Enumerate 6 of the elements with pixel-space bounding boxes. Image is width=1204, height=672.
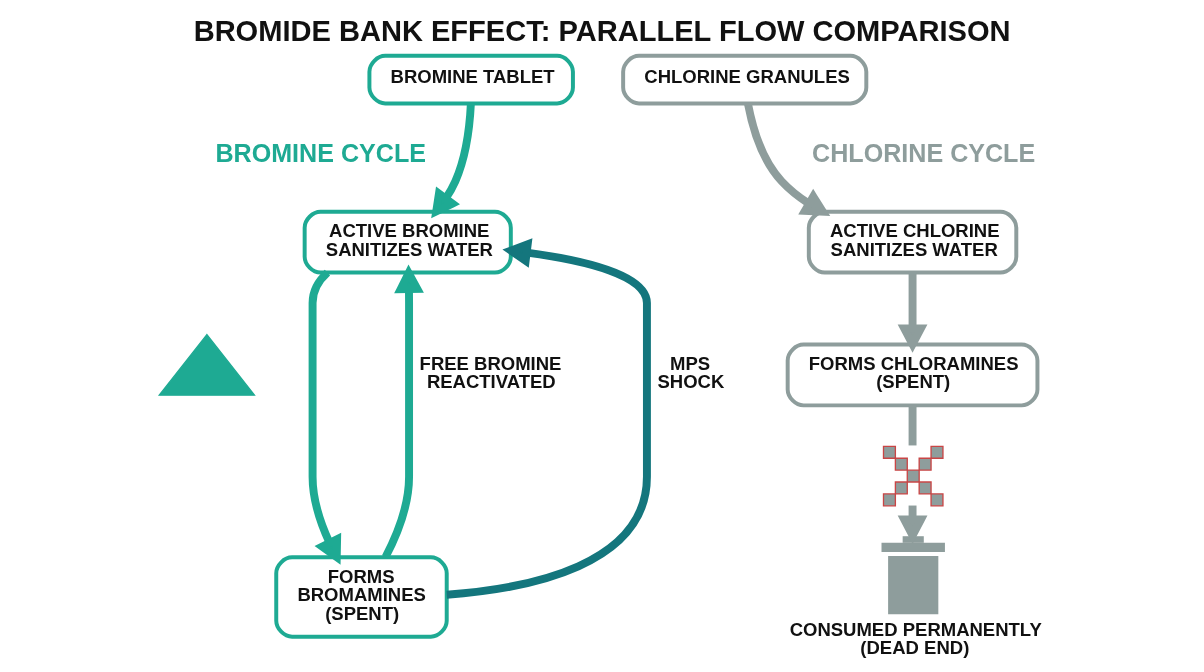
- diagram-title: BROMIDE BANK EFFECT: PARALLEL FLOW COMPARISON: [193, 14, 1011, 47]
- node-label: CONSUMED PERMANENTLY (DEAD END): [789, 618, 1042, 659]
- edge-label: MPS SHOCK: [657, 352, 725, 393]
- label: BROMINE CYCLE: [215, 139, 426, 168]
- edge-label: FREE BROMINE REACTIVATED: [419, 352, 562, 393]
- label: CHLORINE CYCLE: [812, 139, 1036, 168]
